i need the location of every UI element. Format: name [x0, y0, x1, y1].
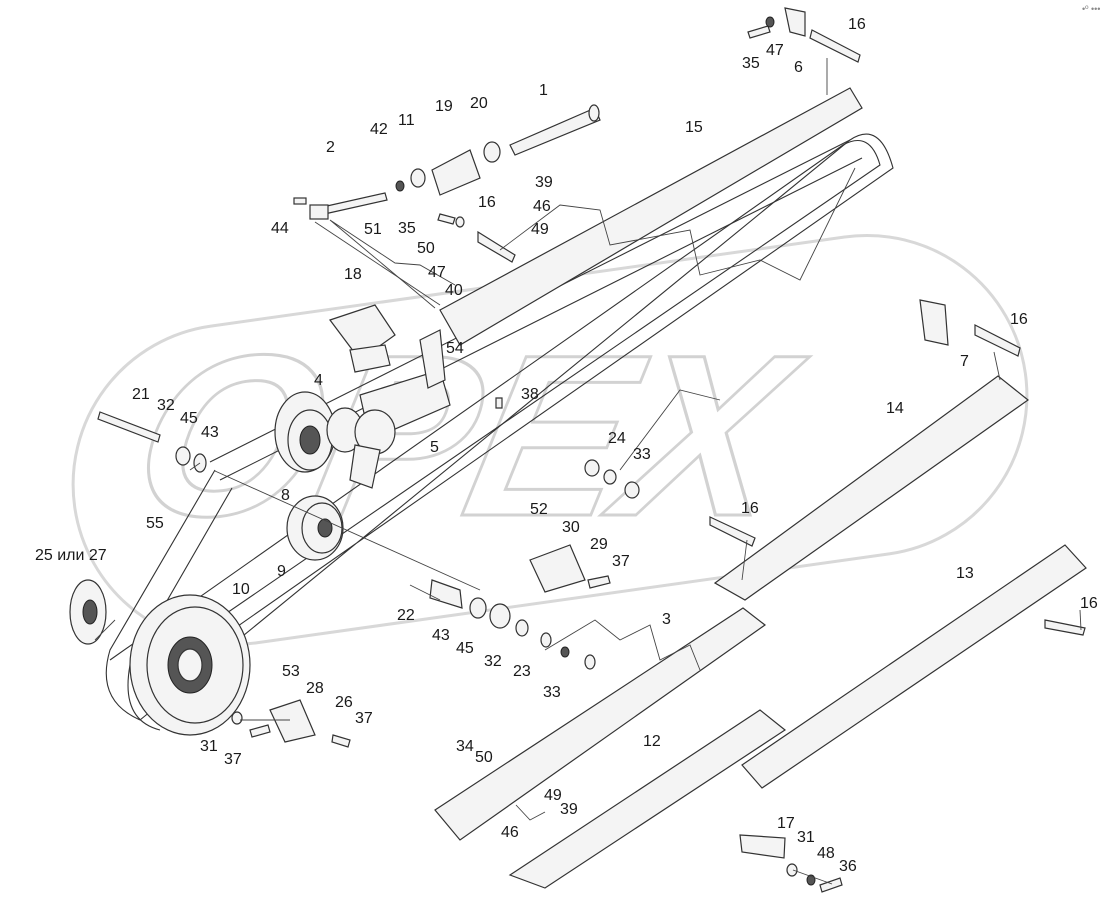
- guard-panels: [434, 87, 1087, 889]
- callout-37-left: 37: [224, 751, 242, 768]
- callout-39-top: 39: [535, 174, 553, 191]
- callout-16-lower: 16: [741, 500, 759, 517]
- callout-37-mid: 37: [355, 710, 373, 727]
- callout-11: 11: [398, 112, 415, 129]
- callout-43-upper: 43: [201, 424, 219, 441]
- tension-rod: [293, 192, 388, 220]
- callout-26: 26: [335, 694, 353, 711]
- tensioner-arm: [329, 304, 451, 489]
- callout-15: 15: [685, 119, 703, 136]
- callout-24: 24: [608, 430, 626, 447]
- callout-20: 20: [470, 95, 488, 112]
- callout-40: 40: [445, 282, 463, 299]
- callout-37-right: 37: [612, 553, 630, 570]
- callout-2: 2: [326, 139, 335, 156]
- watermark-text: OPEX: [115, 307, 821, 564]
- callout-29: 29: [590, 536, 608, 553]
- callout-52: 52: [530, 501, 548, 518]
- callout-36: 36: [839, 858, 857, 875]
- callout-35-top: 35: [742, 55, 760, 72]
- callout-19: 19: [435, 98, 453, 115]
- callout-35-mid: 35: [398, 220, 416, 237]
- callout-1: 1: [539, 82, 548, 99]
- grooved-pulley: [286, 495, 344, 561]
- callout-17: 17: [777, 815, 795, 832]
- upper-pulley: [274, 391, 364, 473]
- callout-49-top: 49: [531, 221, 549, 238]
- callout-50-mid: 50: [417, 240, 435, 257]
- callout-33-upper: 33: [633, 446, 651, 463]
- callout-38: 38: [521, 386, 539, 403]
- callout-32-lower: 32: [484, 653, 502, 670]
- callout-45-upper: 45: [180, 410, 198, 427]
- callout-28: 28: [306, 680, 324, 697]
- callout-44: 44: [271, 220, 289, 237]
- callout-16-right: 16: [1010, 311, 1028, 328]
- callout-4: 4: [314, 372, 323, 389]
- callout-43-lower: 43: [432, 627, 450, 644]
- callout-8: 8: [281, 487, 290, 504]
- brackets: [477, 7, 1086, 859]
- callout-18: 18: [344, 266, 362, 283]
- callout-31-right: 31: [797, 829, 815, 846]
- callout-50-bottom: 50: [475, 749, 493, 766]
- callout-16-mid: 16: [478, 194, 496, 211]
- callout-49-bottom: 49: [544, 787, 562, 804]
- callout-31-left: 31: [200, 738, 218, 755]
- callout-46-bottom: 46: [501, 824, 519, 841]
- callout-47-top: 47: [766, 42, 784, 59]
- callout-13: 13: [956, 565, 974, 582]
- callout-16-top: 16: [848, 16, 866, 33]
- callout-16-far: 16: [1080, 595, 1098, 612]
- callout-48: 48: [817, 845, 835, 862]
- callout-51: 51: [364, 221, 382, 238]
- callout-22: 22: [397, 607, 415, 624]
- callout-30: 30: [562, 519, 580, 536]
- callout-14: 14: [886, 400, 904, 417]
- large-pulley: [129, 594, 251, 736]
- callout-12: 12: [643, 733, 661, 750]
- callout-23: 23: [513, 663, 531, 680]
- callout-25-or-27: 25 или 27: [35, 547, 107, 564]
- callout-7: 7: [960, 353, 969, 370]
- callout-33-lower: 33: [543, 684, 561, 701]
- callout-54: 54: [446, 340, 464, 357]
- callout-53: 53: [282, 663, 300, 680]
- callout-10: 10: [232, 581, 250, 598]
- callout-42: 42: [370, 121, 388, 138]
- callout-55: 55: [146, 515, 164, 532]
- callout-6: 6: [794, 59, 803, 76]
- callout-21: 21: [132, 386, 150, 403]
- corner-mark: •º •••: [1082, 4, 1100, 14]
- callout-labels: 1 2 3 4 5 6 7 8 9 10 11 12 13 14 15 16 1…: [35, 16, 1098, 875]
- fasteners: [97, 16, 843, 893]
- callout-47-mid: 47: [428, 264, 446, 281]
- callout-39-bottom: 39: [560, 801, 578, 818]
- flange-disc: [69, 579, 107, 645]
- callout-9: 9: [277, 563, 286, 580]
- callout-45-lower: 45: [456, 640, 474, 657]
- callout-32-upper: 32: [157, 397, 175, 414]
- callout-5: 5: [430, 439, 439, 456]
- callout-46-top: 46: [533, 198, 551, 215]
- upper-shaft: [395, 104, 601, 196]
- callout-3: 3: [662, 611, 671, 628]
- leader-lines: [94, 58, 1082, 885]
- callout-34: 34: [456, 738, 474, 755]
- watermark: OPEX: [71, 233, 1029, 647]
